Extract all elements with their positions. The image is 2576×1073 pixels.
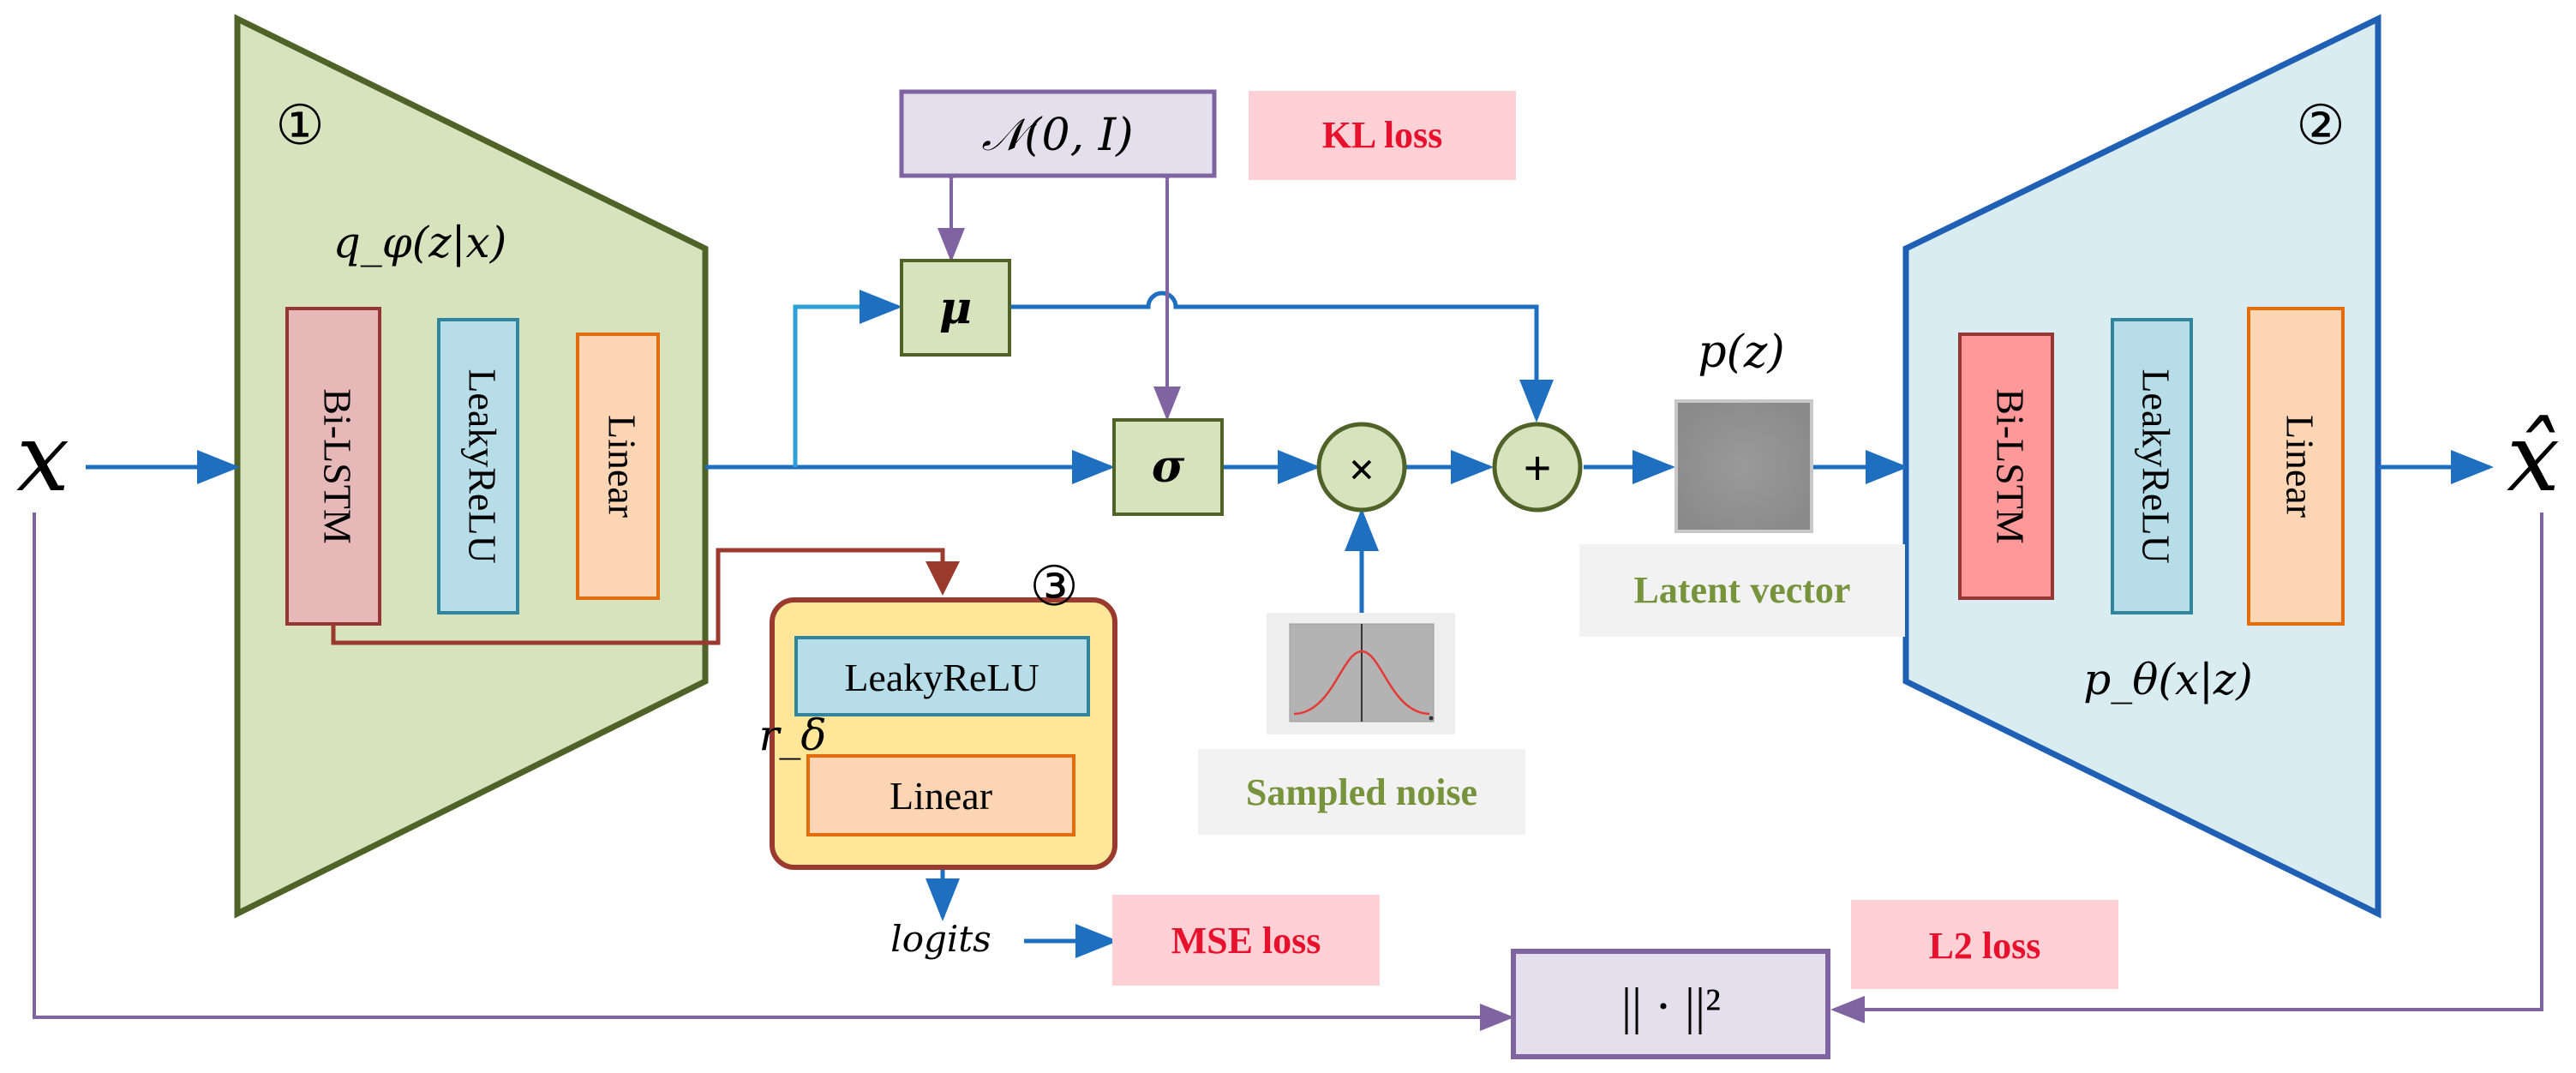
encoder-bilstm-box bbox=[285, 307, 381, 626]
encoder-bilstm-label: Bi-LSTM bbox=[315, 388, 359, 543]
arrow-mu-to-plus bbox=[1011, 291, 1554, 423]
noise-plot-image bbox=[1267, 613, 1455, 734]
norm-label: || · ||² bbox=[1621, 978, 1721, 1034]
decoder-badge: ② bbox=[2296, 95, 2345, 156]
latent-caption: Latent vector bbox=[1634, 569, 1851, 611]
regressor-leakyrelu-box bbox=[794, 636, 1090, 716]
prior-box bbox=[899, 89, 1217, 178]
add-circle bbox=[1492, 422, 1583, 513]
regressor-block: ③ LeakyReLU Linear r_δ bbox=[758, 556, 1117, 870]
l2-loss-box bbox=[1851, 900, 2118, 989]
arrow-branch-to-mu bbox=[793, 290, 902, 467]
mse-loss-label: MSE loss bbox=[1171, 920, 1321, 962]
purple-connections bbox=[33, 149, 2543, 1031]
encoder-leakyrelu-label: LeakyReLU bbox=[460, 369, 504, 563]
decoder-leakyrelu-box bbox=[2111, 318, 2193, 614]
mu-label: μ bbox=[939, 282, 972, 334]
noise-caption-bg bbox=[1198, 749, 1525, 835]
input-x-symbol: x bbox=[16, 403, 69, 513]
kl-loss-box bbox=[1249, 91, 1516, 180]
mse-loss-box bbox=[1112, 895, 1380, 986]
sigma-box bbox=[1112, 418, 1224, 516]
encoder-linear-label: Linear bbox=[600, 415, 644, 518]
mu-box bbox=[900, 259, 1011, 357]
latent-prior-label: p(z) bbox=[1698, 327, 1784, 378]
arrow-bilstm-to-regressor bbox=[331, 548, 960, 645]
encoder-distribution-label: q_φ(z|x) bbox=[333, 218, 506, 267]
multiply-circle bbox=[1316, 422, 1407, 513]
prior-label: 𝒩(0, I) bbox=[981, 110, 1133, 161]
logits-label: logits bbox=[890, 918, 991, 960]
regressor-linear-label: Linear bbox=[890, 774, 992, 818]
multiply-icon: × bbox=[1349, 444, 1375, 495]
noise-caption: Sampled noise bbox=[1246, 771, 1477, 813]
encoder-linear-box bbox=[576, 333, 660, 600]
l2-loss-label: L2 loss bbox=[1929, 925, 2041, 967]
sigma-label: σ bbox=[1152, 441, 1185, 493]
kl-loss-label: KL loss bbox=[1322, 114, 1443, 156]
decoder-distribution-label: p_θ(x|z) bbox=[2083, 655, 2253, 704]
latent-caption-bg bbox=[1579, 544, 1905, 637]
encoder-leakyrelu-box bbox=[437, 318, 519, 614]
encoder-badge: ① bbox=[275, 95, 324, 156]
encoder-block: ① q_φ(z|x) Bi-LSTM LeakyReLU Linear bbox=[234, 14, 709, 919]
regressor-label: r_δ bbox=[758, 710, 826, 760]
output-xhat-symbol: x̂ bbox=[2507, 403, 2560, 513]
regressor-badge: ③ bbox=[1029, 556, 1078, 617]
regressor-leakyrelu-label: LeakyReLU bbox=[844, 656, 1039, 699]
arrow-output-to-norm bbox=[1830, 513, 2543, 1023]
decoder-leakyrelu-label: LeakyReLU bbox=[2134, 369, 2178, 563]
decoder-linear-label: Linear bbox=[2278, 415, 2321, 518]
add-icon: + bbox=[1523, 441, 1551, 496]
decoder-bilstm-box bbox=[1958, 333, 2054, 600]
norm-box bbox=[1511, 949, 1830, 1059]
regressor-linear-box bbox=[806, 754, 1075, 836]
latent-vector-image bbox=[1674, 399, 1813, 533]
decoder-linear-box bbox=[2247, 307, 2345, 626]
decoder-block: ② p_θ(x|z) Bi-LSTM LeakyReLU Linear bbox=[1902, 14, 2381, 919]
decoder-bilstm-label: Bi-LSTM bbox=[1988, 388, 2032, 543]
arrow-input-to-norm bbox=[33, 513, 1514, 1031]
